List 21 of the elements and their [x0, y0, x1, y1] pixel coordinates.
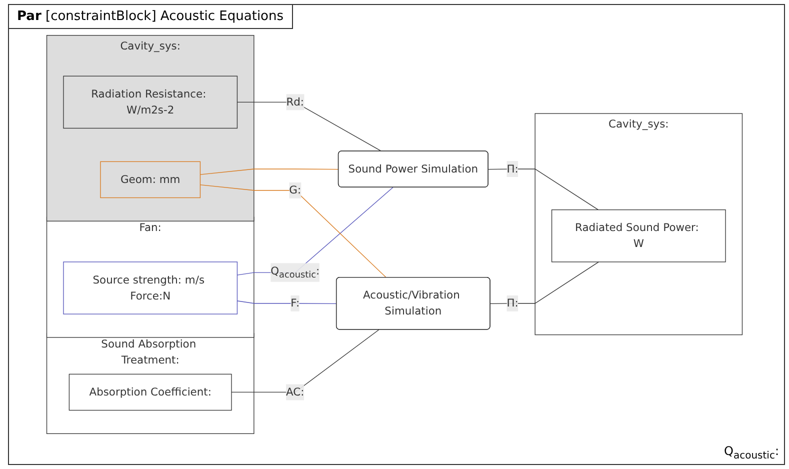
frame-title: Par [constraintBlock] Acoustic Equations — [9, 5, 293, 29]
node-box: Geom: mm — [100, 161, 201, 198]
node-box: Radiated Sound Power: W — [551, 209, 726, 262]
edge-label: Q$_{acoustic}$: — [270, 264, 320, 280]
port-label: Q$_{acoustic}$: — [724, 444, 779, 458]
connector — [200, 184, 387, 278]
edge-label: Rd: — [286, 95, 304, 108]
connector — [490, 262, 599, 304]
edge-label: AC: — [286, 386, 304, 398]
node-box: Source strength: m/s Force:N — [63, 262, 238, 314]
connector — [200, 168, 339, 175]
connector — [236, 102, 382, 152]
edge-label: Π: — [506, 162, 518, 176]
edge-label: F: — [290, 296, 300, 310]
node-box: Radiation Resistance: W/m2s-2 — [63, 76, 238, 129]
connector — [488, 168, 599, 210]
node-box: Absorption Coefficient: — [68, 374, 232, 411]
edge-label: Π: — [506, 296, 518, 310]
connector — [231, 329, 380, 393]
connector — [236, 300, 337, 304]
edge-label: G: — [289, 184, 302, 196]
